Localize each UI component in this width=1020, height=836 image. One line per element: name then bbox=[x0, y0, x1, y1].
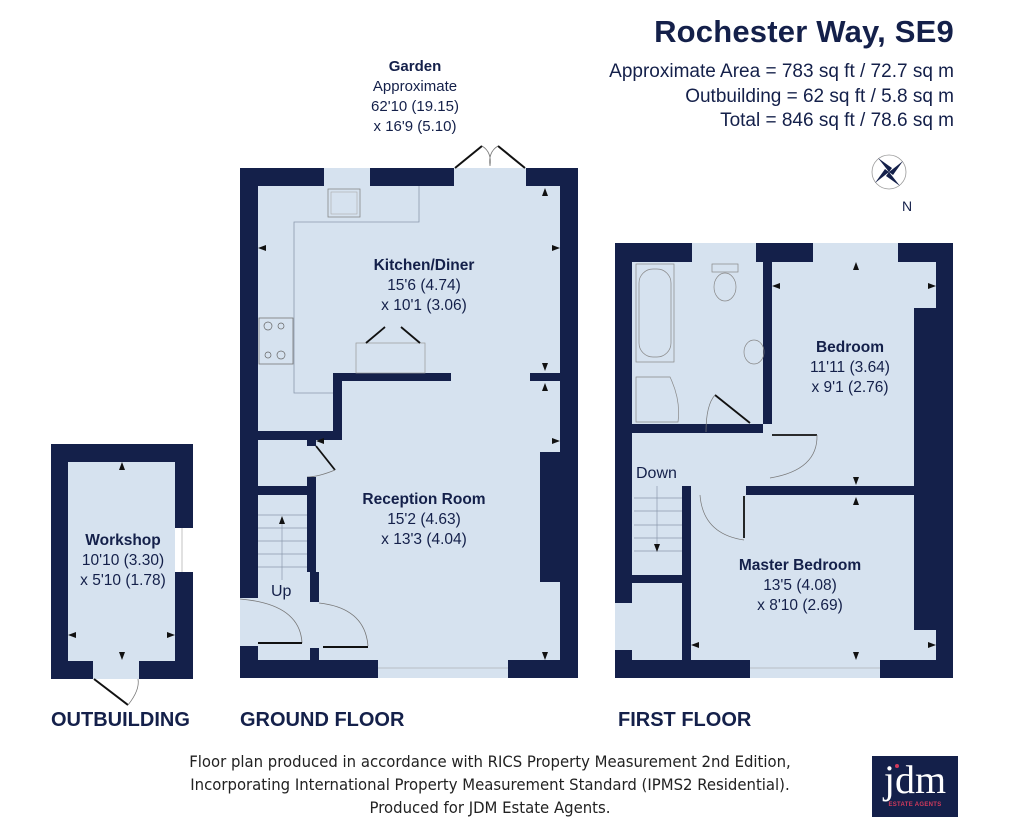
room-kitchen-diner: Kitchen/Diner 15'6 (4.74) x 10'1 (3.06) bbox=[344, 256, 504, 316]
ground-floor-plan bbox=[239, 145, 578, 678]
jdm-logo: jdm ESTATE AGENTS bbox=[872, 756, 958, 817]
room-name: Workshop bbox=[85, 532, 161, 549]
garden-label: Garden Approximate 62'10 (19.15) x 16'9 … bbox=[345, 57, 485, 137]
compass-rose-icon bbox=[871, 154, 907, 190]
floor-label-outbuilding: OUTBUILDING bbox=[51, 709, 190, 731]
area-outbuilding: Outbuilding = 62 sq ft / 5.8 sq m bbox=[685, 85, 954, 107]
logo-dot-icon bbox=[895, 764, 899, 768]
logo-text: jdm bbox=[883, 757, 947, 802]
dimension-arrows bbox=[68, 188, 936, 660]
room-bedroom: Bedroom 11'11 (3.64) x 9'1 (2.76) bbox=[780, 338, 920, 398]
area-approximate: Approximate Area = 783 sq ft / 72.7 sq m bbox=[609, 61, 954, 82]
room-dim1: 15'6 (4.74) bbox=[387, 277, 461, 294]
room-dim2: x 8'10 (2.69) bbox=[757, 597, 843, 614]
garden-approx: Approximate bbox=[372, 78, 458, 95]
room-reception: Reception Room 15'2 (4.63) x 13'3 (4.04) bbox=[344, 490, 504, 550]
room-name: Reception Room bbox=[362, 491, 486, 508]
room-workshop: Workshop 10'10 (3.30) x 5'10 (1.78) bbox=[56, 531, 190, 591]
disclaimer: Floor plan produced in accordance with R… bbox=[165, 750, 816, 819]
first-floor-plan bbox=[615, 243, 953, 678]
area-summary: Approximate Area = 783 sq ft / 72.7 sq m… bbox=[609, 60, 954, 134]
room-name: Kitchen/Diner bbox=[373, 257, 475, 274]
property-title: Rochester Way, SE9 bbox=[654, 14, 954, 49]
disclaimer-line: Produced for JDM Estate Agents. bbox=[369, 798, 611, 817]
room-name: Bedroom bbox=[815, 339, 885, 356]
logo-subtext: ESTATE AGENTS bbox=[888, 802, 942, 808]
stairs-up-label: Up bbox=[271, 583, 292, 600]
garden-dim2: x 16'9 (5.10) bbox=[373, 118, 457, 135]
garden-name: Garden bbox=[388, 58, 442, 75]
disclaimer-line: Incorporating International Property Mea… bbox=[190, 775, 790, 794]
compass-north-label: N bbox=[902, 198, 913, 214]
room-dim1: 15'2 (4.63) bbox=[387, 511, 461, 528]
room-master-bedroom: Master Bedroom 13'5 (4.08) x 8'10 (2.69) bbox=[725, 556, 875, 616]
room-dim2: x 9'1 (2.76) bbox=[811, 379, 889, 396]
floor-label-ground: GROUND FLOOR bbox=[240, 709, 405, 731]
room-dim1: 13'5 (4.08) bbox=[763, 577, 837, 594]
room-name: Master Bedroom bbox=[738, 557, 862, 574]
outbuilding-plan bbox=[51, 444, 193, 706]
floor-label-first: FIRST FLOOR bbox=[618, 709, 752, 731]
disclaimer-line: Floor plan produced in accordance with R… bbox=[189, 752, 791, 771]
area-total: Total = 846 sq ft / 78.6 sq m bbox=[720, 110, 954, 131]
room-dim2: x 13'3 (4.04) bbox=[381, 531, 467, 548]
compass: N bbox=[866, 150, 926, 220]
room-dim1: 10'10 (3.30) bbox=[81, 552, 165, 569]
room-dim1: 11'11 (3.64) bbox=[810, 359, 890, 376]
room-dim2: x 5'10 (1.78) bbox=[80, 572, 166, 589]
stairs-down-label: Down bbox=[636, 465, 677, 482]
room-dim2: x 10'1 (3.06) bbox=[381, 297, 467, 314]
garden-dim1: 62'10 (19.15) bbox=[371, 98, 459, 115]
